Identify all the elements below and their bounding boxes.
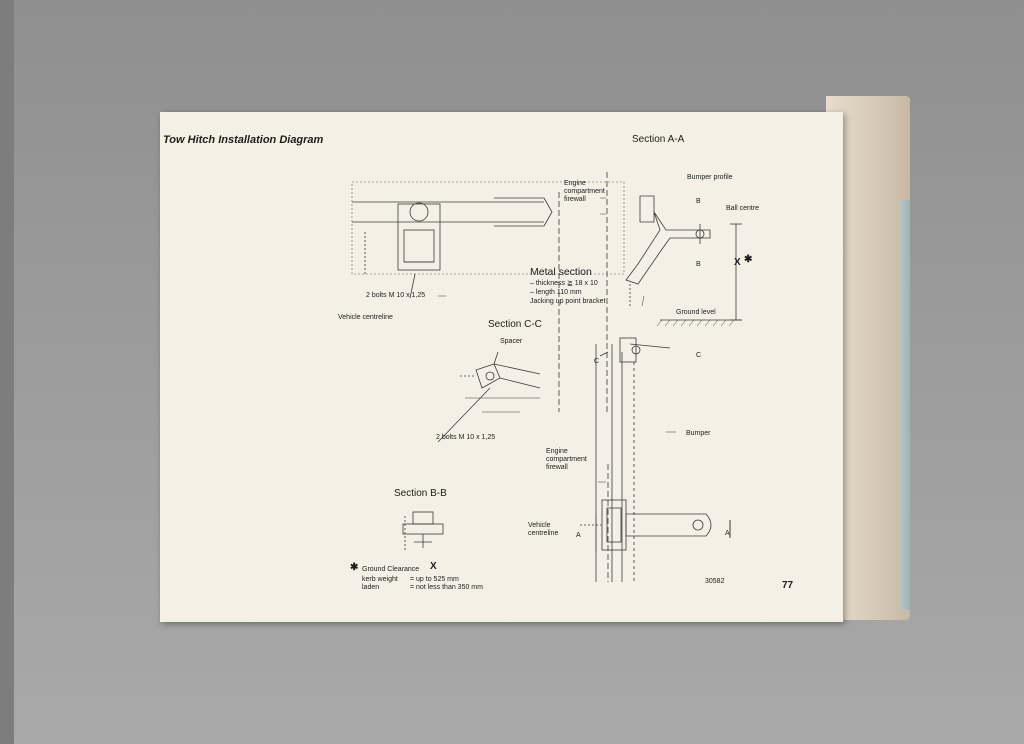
a-marker-left: A (576, 532, 581, 539)
laden-label: laden (362, 584, 380, 591)
top-view-frame (351, 181, 625, 275)
tow-arm-plan (625, 513, 712, 537)
spacer-label: Spacer (500, 338, 523, 345)
engine-firewall-label-top: Engine compartment firewall (564, 180, 605, 203)
bolts-label-mid: 2 bolts M 10 x 1,25 (436, 434, 496, 441)
clearance-heading: Ground Clearance (362, 566, 420, 573)
section-a-a-title: Section A-A (632, 134, 685, 145)
technical-drawing (351, 172, 742, 582)
hitch-plate-top (397, 203, 441, 271)
scan-border (0, 0, 14, 744)
figure-number: 30582 (705, 578, 725, 585)
ball-centre-label: Ball centre (726, 205, 760, 212)
b-marker-top: B (696, 198, 701, 205)
page-number: 77 (782, 580, 794, 591)
ground-level-label: Ground level (676, 309, 716, 316)
bolts-label-top: 2 bolts M 10 x 1,25 (366, 292, 426, 299)
tow-bracket-side (625, 211, 711, 285)
clearance-symbol: X (430, 561, 437, 572)
c-marker-left: C (594, 358, 600, 365)
b-marker-bottom: B (696, 261, 701, 268)
section-c-c-title: Section C-C (488, 319, 542, 330)
vehicle-centreline-label-top: Vehicle centreline (338, 314, 393, 321)
asterisk-marker: ✱ (744, 254, 753, 265)
section-b-b-title: Section B-B (394, 488, 447, 499)
vehicle-centreline-label-bottom: Vehicle centreline (528, 522, 559, 537)
laden-value: = not less than 350 mm (410, 584, 483, 591)
bumper-label: Bumper (686, 430, 711, 437)
engine-firewall-label-bottom: Engine compartment firewall (546, 448, 587, 471)
manual-page: Tow Hitch Installation Diagram Section A… (160, 112, 843, 622)
book-edge (900, 200, 910, 610)
a-marker-right: A (725, 530, 730, 537)
x-marker: X (734, 257, 741, 268)
mounting-plate (601, 499, 627, 551)
kerb-weight-value: = up to 525 mm (410, 576, 459, 583)
thickness-label: – thickness ≧ 18 x 10 (530, 280, 598, 287)
bumper-profile-label: Bumper profile (687, 174, 733, 181)
jacking-point-label: Jacking up point bracket (530, 298, 606, 305)
spacer-block (475, 363, 501, 389)
bracket-section-b (402, 523, 444, 535)
length-label: – length 110 mm (530, 289, 582, 296)
clearance-asterisk: ✱ (350, 562, 359, 573)
page-title: Tow Hitch Installation Diagram (163, 134, 324, 146)
kerb-weight-label: kerb weight (362, 576, 398, 583)
bumper-profile-shape (639, 195, 655, 223)
metal-section-label: Metal section (530, 266, 592, 278)
c-marker-right: C (696, 352, 702, 359)
